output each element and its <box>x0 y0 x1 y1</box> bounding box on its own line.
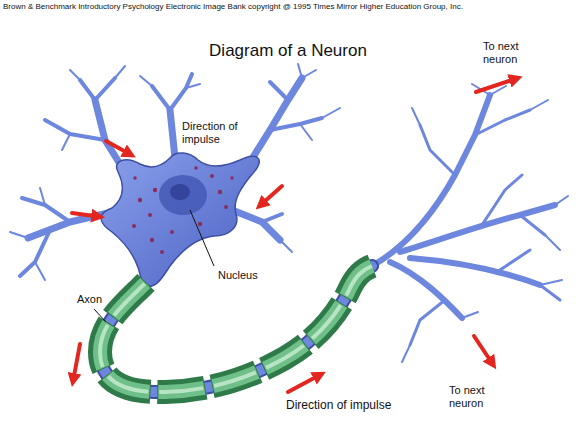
nucleus <box>159 175 207 215</box>
impulse-direction-label: Direction of impulse <box>181 120 251 146</box>
dendrite <box>10 232 28 238</box>
impulse-arrow <box>74 344 80 376</box>
myelin-sheath <box>100 266 372 392</box>
copyright-note: Brown & Benchmark Introductory Psycholog… <box>3 2 573 12</box>
dendrite <box>22 198 70 222</box>
axon-terminal <box>412 108 420 125</box>
dendrite <box>262 214 282 222</box>
terminal-twigs <box>402 84 568 362</box>
axon-terminal <box>555 196 568 205</box>
dendrite <box>28 212 112 238</box>
next-neuron-label: To next neuron <box>448 384 502 410</box>
dendrite <box>35 262 45 280</box>
impulse-arrow <box>106 141 126 152</box>
dendrite <box>322 108 340 118</box>
dendrite <box>232 210 280 240</box>
impulse-arrow <box>72 213 94 216</box>
dendrite <box>70 70 80 80</box>
nucleolus <box>170 184 190 200</box>
nucleus-label: Nucleus <box>217 269 259 282</box>
dendrite <box>300 124 312 140</box>
impulse-arrow <box>474 336 490 360</box>
next-neuron-label: To next neuron <box>482 40 536 66</box>
axon-label: Axon <box>76 293 103 306</box>
leader-lines <box>94 210 214 322</box>
dendrite <box>280 240 292 252</box>
dendrite <box>270 118 322 130</box>
terminal-branches <box>410 110 560 345</box>
nissl-body <box>170 230 174 234</box>
nissl-body <box>224 205 228 209</box>
nissl-body <box>210 174 214 178</box>
dendrite <box>95 78 115 100</box>
cell-body <box>101 153 259 287</box>
axon-terminal <box>480 175 522 228</box>
dendrite <box>302 70 316 78</box>
nissl-bodies <box>132 166 234 254</box>
nissl-body <box>133 176 137 180</box>
leader-line <box>190 210 214 266</box>
axon-terminal <box>400 205 555 252</box>
axon-terminal <box>420 125 455 175</box>
axon-terminal <box>545 235 560 250</box>
impulse-arrow <box>476 80 512 92</box>
nissl-body <box>153 188 157 192</box>
axon-terminal <box>402 345 410 362</box>
axon-terminal <box>540 285 560 300</box>
axon-terminal <box>390 262 462 318</box>
dendrite <box>152 86 170 110</box>
dendrite <box>45 120 105 140</box>
terminal-trunks <box>372 95 555 318</box>
axon-terminal <box>462 312 478 318</box>
nissl-body <box>198 222 202 226</box>
myelin-shine <box>100 266 372 392</box>
dendrite <box>40 188 45 205</box>
nissl-body <box>150 238 154 242</box>
axon-terminal <box>540 280 562 285</box>
impulse-arrows <box>72 80 512 392</box>
nissl-body <box>194 166 198 170</box>
nissl-body <box>148 213 152 217</box>
leader-line <box>94 309 106 322</box>
dendrite <box>298 64 302 78</box>
nissl-body <box>160 250 164 254</box>
impulse-arrow <box>264 186 282 202</box>
axon-core <box>100 266 372 392</box>
dendrite <box>270 82 288 100</box>
dendrite <box>186 84 200 88</box>
nissl-body <box>218 190 222 194</box>
impulse-arrow <box>288 377 316 392</box>
dendrite <box>140 76 152 86</box>
axon-terminals <box>372 84 568 362</box>
axon-terminal <box>410 300 445 345</box>
dendrite <box>62 134 70 150</box>
nissl-body <box>132 224 136 228</box>
axon-terminal <box>500 250 530 270</box>
myelin-highlight <box>100 266 372 392</box>
axon-terminal <box>475 110 530 135</box>
dendrite <box>115 66 125 78</box>
impulse-direction-label: Direction of impulse <box>285 398 437 412</box>
axon-terminal <box>410 258 540 285</box>
dendrite <box>80 80 95 100</box>
nissl-body <box>230 176 234 180</box>
dendrite <box>170 110 175 158</box>
nissl-body <box>138 198 142 202</box>
dendrite <box>170 74 192 110</box>
dendrite <box>250 78 302 162</box>
axon-terminal <box>520 215 545 235</box>
axon-terminal <box>530 100 548 110</box>
axon-core-outline <box>100 266 372 392</box>
